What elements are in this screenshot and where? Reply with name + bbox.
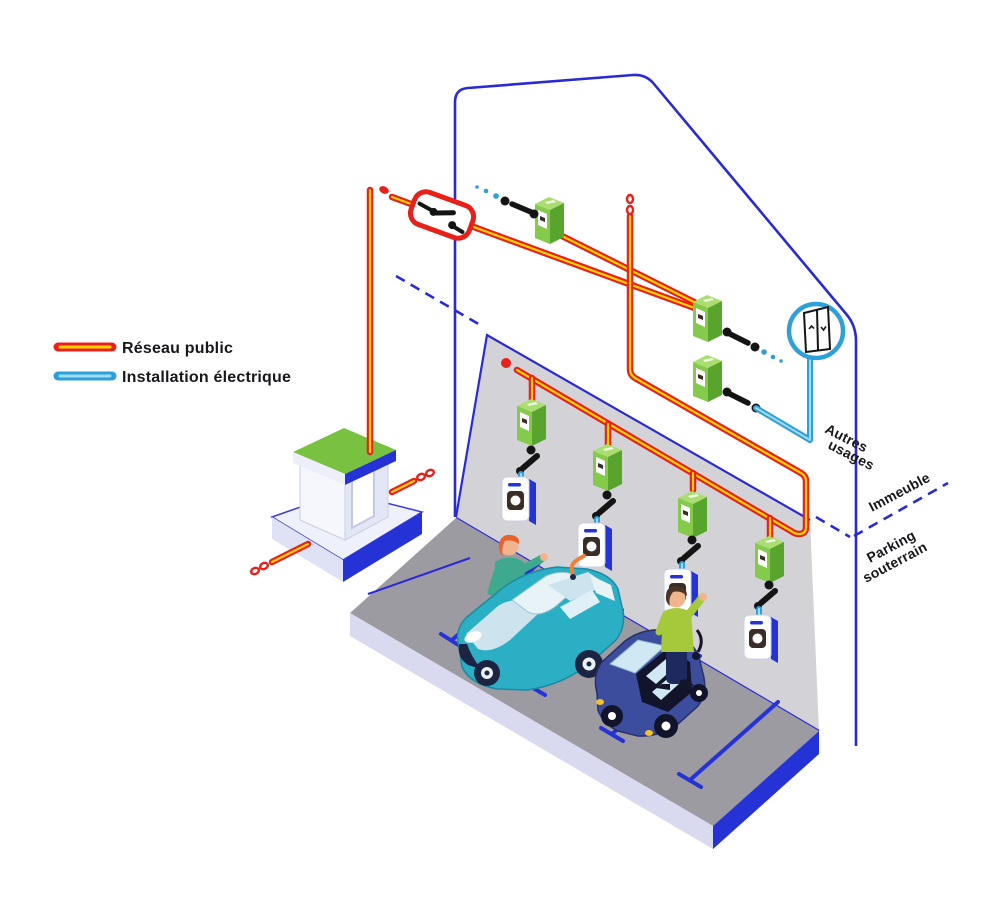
legend-item-reseau-public: Réseau public [53, 340, 233, 357]
label-immeuble: Immeuble [866, 469, 933, 515]
legend: Réseau public Installation électrique [53, 340, 291, 386]
legend-label-reseau-public: Réseau public [122, 340, 233, 357]
person-2 [655, 586, 707, 690]
parking-circuits [501, 399, 784, 664]
car-hatchback [456, 566, 625, 691]
electric-meter-p3 [678, 491, 707, 538]
building-outline [453, 73, 858, 746]
electric-meter-2 [693, 295, 722, 342]
ev-charger-1 [501, 476, 537, 526]
ev-charger-2 [577, 522, 613, 572]
main-breaker [407, 189, 477, 241]
legend-label-installation-electrique: Installation électrique [122, 369, 291, 386]
electric-meter-p1 [517, 399, 546, 446]
transformer-station [270, 428, 424, 582]
ev-charger-4 [743, 614, 779, 664]
level-separator-dashed-line [395, 274, 949, 539]
charge-cable-orange [569, 554, 586, 577]
elevator-cable [753, 357, 813, 443]
main-breaker-switch-icon [417, 201, 465, 235]
elevator-badge [786, 301, 846, 361]
circuit-switch-2 [722, 327, 783, 363]
ground-line [367, 557, 471, 595]
legend-item-installation-electrique: Installation électrique [53, 369, 291, 386]
elevator-doors-icon [802, 305, 832, 354]
electric-meter-1 [535, 197, 564, 244]
area-labels: Autres usages Immeuble Parking souterrai… [823, 420, 933, 585]
electric-meter-p2 [593, 444, 622, 491]
electric-meter-p4 [755, 536, 784, 583]
electric-meter-3 [693, 355, 722, 402]
circuit-switch-1 [475, 185, 539, 219]
